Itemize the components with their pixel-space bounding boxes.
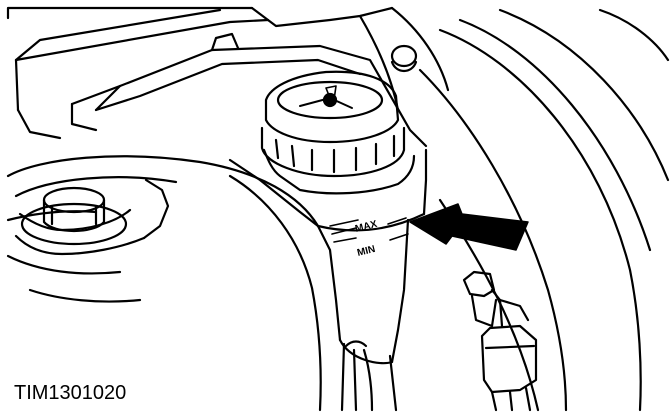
wheel-arch-panel bbox=[358, 6, 670, 412]
strut-nut bbox=[20, 186, 128, 246]
reservoir-bracket bbox=[70, 32, 428, 148]
min-marking: MIN bbox=[356, 244, 376, 259]
sensor-connector bbox=[462, 270, 538, 412]
strut-tower bbox=[6, 155, 322, 412]
fluid-reservoir bbox=[228, 148, 428, 365]
grommet bbox=[390, 44, 418, 73]
background-body-panel bbox=[6, 6, 394, 140]
max-marking: MAX bbox=[354, 219, 379, 235]
filler-cap bbox=[260, 70, 416, 195]
indicator-arrow bbox=[409, 203, 529, 251]
reservoir-hose bbox=[340, 340, 398, 412]
figure-reference-code: TIM1301020 bbox=[14, 382, 127, 404]
